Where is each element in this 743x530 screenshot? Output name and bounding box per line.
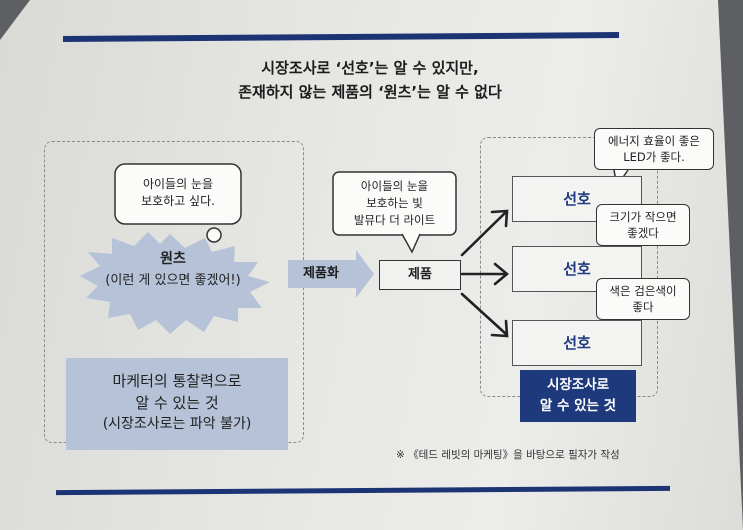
marketer-line-2: 알 수 있는 것 — [135, 394, 219, 412]
thought-line-2: 보호하고 싶다. — [141, 194, 215, 208]
thought-dot-large — [206, 227, 222, 243]
preference-bubble-1-line-2: LED가 좋다. — [623, 150, 685, 164]
preference-arrows — [460, 209, 510, 338]
marketer-line-3: (시장조사로는 파악 불가) — [102, 416, 252, 432]
preference-bubble-3-line-1: 색은 검은색이 — [609, 284, 677, 298]
figure-title: 시장조사로 ‘선호’는 알 수 있지만, 존재하지 않는 제품의 ‘원츠’는 알… — [180, 56, 560, 104]
preference-bubble-2: 크기가 작으면 좋겠다 — [596, 204, 690, 246]
preference-bubble-2-line-1: 크기가 작으면 — [609, 210, 677, 224]
marketer-line-1: 마케터의 통찰력으로 — [112, 372, 242, 390]
preference-bubble-1: 에너지 효율이 좋은 LED가 좋다. — [594, 128, 714, 170]
product-bubble-text: 아이들의 눈을 보호하는 빛 발뮤다 더 라이트 — [333, 178, 456, 229]
thought-text: 아이들의 눈을 보호하고 싶다. — [115, 176, 241, 210]
wants-title: 원츠 — [160, 251, 186, 267]
product-bubble — [332, 171, 457, 236]
source-note: ※ 《테드 레빗의 마케팅》을 바탕으로 필자가 작성 — [396, 449, 620, 461]
preference-bubble-2-line-2: 좋겠다 — [627, 226, 659, 240]
preference-bubble-1-line-1: 에너지 효율이 좋은 — [608, 134, 700, 148]
product-bubble-line-1: 아이들의 눈을 — [360, 179, 429, 193]
product-bubble-line-2: 보호하는 빛 — [366, 196, 423, 210]
thought-line-1: 아이들의 눈을 — [142, 177, 214, 191]
thought-bubble — [114, 163, 242, 225]
product-bubble-line-3: 발뮤다 더 라이트 — [353, 213, 436, 227]
preference-bubble-3: 색은 검은색이 좋다 — [596, 278, 690, 320]
product-box: 제품 — [379, 260, 461, 290]
market-research-box: 시장조사로 알 수 있는 것 — [520, 370, 636, 422]
research-line-2: 알 수 있는 것 — [539, 398, 617, 414]
preference-bubble-3-line-2: 좋다 — [632, 300, 654, 314]
product-bubble-tail — [401, 233, 421, 254]
productize-arrow — [288, 250, 374, 298]
preference-box-3: 선호 — [512, 320, 642, 366]
research-line-1: 시장조사로 — [546, 377, 610, 393]
wants-text: 원츠 (이런 게 있으면 좋겠어!) — [78, 248, 268, 292]
title-line-1: 시장조사로 ‘선호’는 알 수 있지만, — [261, 59, 479, 77]
wants-subtitle: (이런 게 있으면 좋겠어!) — [105, 273, 241, 288]
productize-label: 제품화 — [303, 266, 339, 281]
title-line-2: 존재하지 않는 제품의 ‘원츠’는 알 수 없다 — [238, 83, 502, 101]
wants-starburst — [80, 232, 270, 334]
marketer-insight-box: 마케터의 통찰력으로 알 수 있는 것 (시장조사로는 파악 불가) — [66, 358, 288, 450]
